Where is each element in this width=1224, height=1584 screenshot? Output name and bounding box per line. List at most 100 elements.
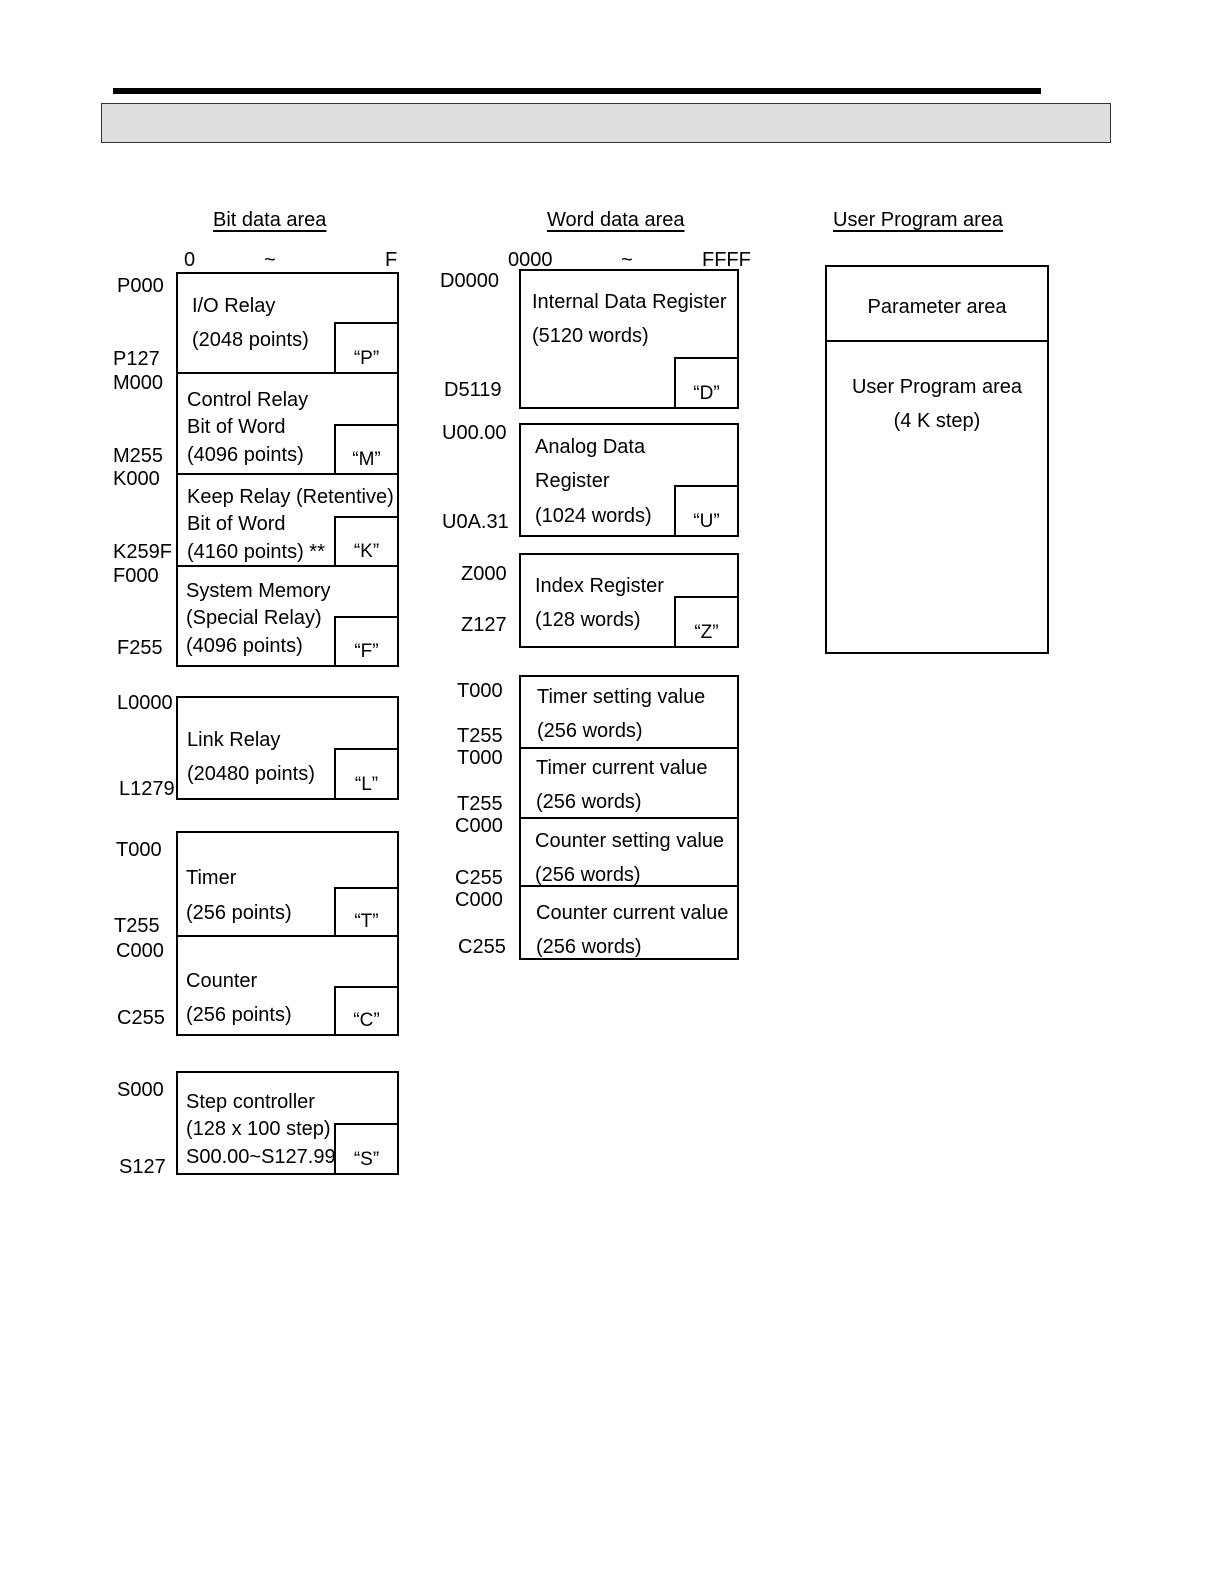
link-relay-box: Link Relay (20480 points) “L” (176, 696, 399, 800)
top-rule (113, 88, 1041, 94)
internal-data-register-code: “D” (674, 357, 739, 409)
bit-data-area-heading: Bit data area (213, 209, 327, 231)
user-program-area-box: Parameter area User Program area (4 K st… (825, 265, 1049, 654)
counter-current-value-words: (256 words) (536, 936, 642, 958)
control-relay-points: (4096 points) (187, 444, 304, 466)
link-relay-code: “L” (334, 748, 399, 800)
addr-counter-cur-start: C000 (455, 889, 503, 911)
timer-code: “T” (334, 887, 399, 937)
addr-k259f: K259F (113, 541, 172, 563)
keep-relay-code: “K” (334, 516, 399, 567)
divider-io-control (178, 372, 397, 374)
user-program-area-label: User Program area (851, 376, 1023, 398)
addr-p127: P127 (113, 348, 160, 370)
system-memory-title: System Memory (186, 580, 331, 602)
addr-timer-cur-start: T000 (457, 747, 503, 769)
counter-setting-value-words: (256 words) (535, 864, 641, 886)
word-data-area-heading: Word data area (547, 209, 685, 231)
analog-data-register-box: Analog Data Register (1024 words) “U” (519, 423, 739, 537)
counter-title: Counter (186, 970, 258, 992)
divider-cset-ccur (521, 885, 737, 887)
word-range-start: 0000 (508, 249, 553, 271)
step-controller-title: Step controller (186, 1091, 315, 1113)
timer-current-value-words: (256 words) (536, 791, 642, 813)
bit-range-start: 0 (184, 249, 196, 271)
user-program-step-label: (4 K step) (893, 410, 981, 432)
link-relay-title: Link Relay (187, 729, 281, 751)
counter-setting-value-title: Counter setting value (535, 830, 725, 852)
bit-group-timer-counter: Timer (256 points) “T” Counter (256 poin… (176, 831, 399, 1036)
addr-s000: S000 (117, 1079, 164, 1101)
addr-m000: M000 (113, 372, 164, 394)
analog-data-register-words: (1024 words) (535, 505, 652, 527)
addr-f000: F000 (113, 565, 159, 587)
addr-l0000: L0000 (117, 692, 173, 714)
addr-d0000: D0000 (440, 270, 499, 292)
control-relay-title: Control Relay (187, 389, 309, 411)
io-relay-title: I/O Relay (192, 295, 276, 317)
addr-counter-cur-end: C255 (458, 936, 506, 958)
step-controller-size: (128 x 100 step) (186, 1118, 331, 1140)
timer-setting-value-words: (256 words) (537, 720, 643, 742)
keep-relay-points: (4160 points) ** (187, 541, 325, 563)
internal-data-register-words: (5120 words) (532, 325, 649, 347)
bit-group-pmkf: I/O Relay (2048 points) “P” Control Rela… (176, 272, 399, 667)
analog-data-register-code: “U” (674, 485, 739, 537)
keep-relay-title: Keep Relay (Retentive) (187, 486, 394, 508)
internal-data-register-title: Internal Data Register (532, 291, 727, 313)
timer-current-value-title: Timer current value (536, 757, 708, 779)
addr-p000: P000 (117, 275, 164, 297)
io-relay-points: (2048 points) (192, 329, 309, 351)
io-relay-code: “P” (334, 322, 399, 374)
divider-keep-system (178, 565, 397, 567)
divider-timer-counter (178, 935, 397, 937)
addr-timer-set-start: T000 (457, 680, 503, 702)
analog-data-register-title: Analog Data (535, 436, 646, 458)
addr-c255: C255 (117, 1007, 165, 1029)
step-controller-box: Step controller (128 x 100 step) S00.00~… (176, 1071, 399, 1175)
word-range-separator: ~ (621, 249, 633, 271)
addr-timer-set-end: T255 (457, 725, 503, 747)
word-group-timer-counter: Timer setting value (256 words) Timer cu… (519, 675, 739, 960)
counter-current-value-title: Counter current value (536, 902, 729, 924)
counter-code: “C” (334, 986, 399, 1036)
title-band (101, 103, 1111, 143)
parameter-area-label: Parameter area (867, 296, 1007, 318)
addr-c000: C000 (116, 940, 164, 962)
addr-z127: Z127 (461, 614, 507, 636)
addr-z000: Z000 (461, 563, 507, 585)
link-relay-points: (20480 points) (187, 763, 315, 785)
analog-data-register-subtitle: Register (535, 470, 610, 492)
addr-u0000: U00.00 (442, 422, 507, 444)
divider-tset-tcur (521, 747, 737, 749)
bit-range-separator: ~ (264, 249, 276, 271)
addr-m255: M255 (113, 445, 164, 467)
keep-relay-subtitle: Bit of Word (187, 513, 286, 535)
addr-t000: T000 (116, 839, 162, 861)
system-memory-points: (4096 points) (186, 635, 303, 657)
step-controller-range: S00.00~S127.99 (186, 1146, 336, 1168)
timer-points: (256 points) (186, 902, 292, 924)
addr-t255: T255 (114, 915, 160, 937)
control-relay-code: “M” (334, 424, 399, 475)
addr-d5119: D5119 (444, 379, 502, 401)
addr-u0a31: U0A.31 (442, 511, 509, 533)
addr-counter-set-start: C000 (455, 815, 503, 837)
divider-control-keep (178, 473, 397, 475)
internal-data-register-box: Internal Data Register (5120 words) “D” (519, 269, 739, 409)
divider-param-program (827, 340, 1047, 342)
index-register-title: Index Register (535, 575, 664, 597)
addr-f255: F255 (117, 637, 163, 659)
user-program-area-heading: User Program area (833, 209, 1004, 231)
addr-timer-cur-end: T255 (457, 793, 503, 815)
addr-k000: K000 (113, 468, 160, 490)
control-relay-subtitle: Bit of Word (187, 416, 286, 438)
bit-range-end: F (385, 249, 398, 271)
timer-setting-value-title: Timer setting value (537, 686, 706, 708)
counter-points: (256 points) (186, 1004, 292, 1026)
system-memory-code: “F” (334, 616, 399, 667)
step-controller-code: “S” (334, 1123, 399, 1175)
divider-tcur-cset (521, 817, 737, 819)
timer-title: Timer (186, 867, 237, 889)
index-register-code: “Z” (674, 596, 739, 648)
